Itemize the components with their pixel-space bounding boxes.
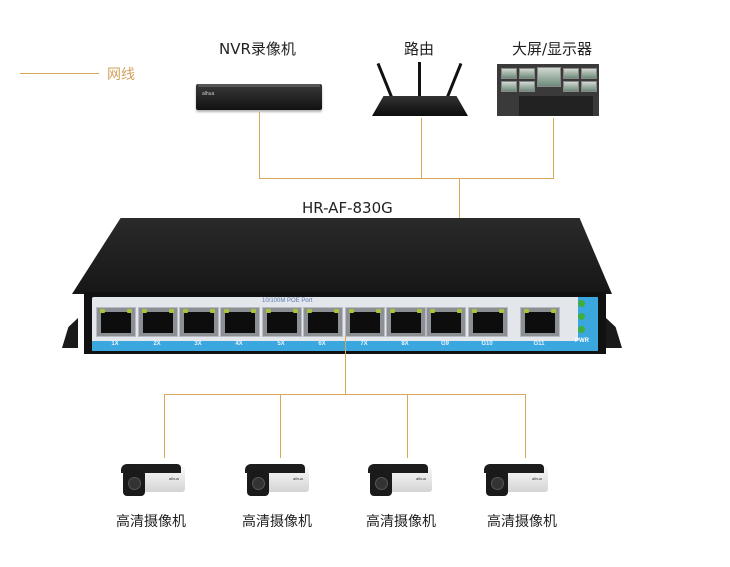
camera-lens-icon — [128, 477, 141, 490]
port-label: 2X — [153, 341, 161, 347]
ethernet-port — [220, 307, 260, 337]
port-led-right — [169, 309, 174, 313]
ethernet-port — [345, 307, 385, 337]
port-led-right — [251, 309, 256, 313]
wire-display — [553, 118, 554, 178]
switch-model-label: HR-AF-830G — [302, 199, 393, 217]
port-led-left — [224, 309, 229, 313]
port-led-left — [472, 309, 477, 313]
port-label: G10 — [481, 341, 493, 347]
ethernet-port — [303, 307, 343, 337]
port-led-left — [430, 309, 435, 313]
port-label: 7X — [360, 341, 368, 347]
poe-panel-title: 10/100M POE Port — [262, 298, 313, 304]
router-antenna — [418, 62, 421, 98]
port-label: 4X — [235, 341, 243, 347]
legend-label: 网线 — [107, 67, 135, 83]
ethernet-port — [96, 307, 136, 337]
nvr-label: NVR录像机 — [219, 40, 296, 58]
port-led-right — [417, 309, 422, 313]
ethernet-port — [262, 307, 302, 337]
wire-router — [421, 118, 422, 178]
display-wall-device — [497, 64, 599, 116]
camera-label: 高清摄像机 — [366, 514, 436, 530]
port-label: G11 — [533, 341, 545, 347]
router-label: 路由 — [404, 40, 435, 58]
nvr-brand: alhua — [202, 91, 215, 97]
port-led-left — [142, 309, 147, 313]
camera-label: 高清摄像机 — [242, 514, 312, 530]
display-label: 大屏/显示器 — [512, 40, 593, 58]
wire-camera-1 — [164, 394, 165, 458]
ethernet-port — [426, 307, 466, 337]
camera-device: alhua — [121, 464, 185, 498]
camera-lens-icon — [491, 477, 504, 490]
port-led-left — [390, 309, 395, 313]
router-device — [372, 96, 468, 116]
port-led-right — [127, 309, 132, 313]
status-led — [578, 313, 585, 320]
port-led-left — [524, 309, 529, 313]
port-led-right — [551, 309, 556, 313]
port-led-right — [210, 309, 215, 313]
camera-label: 高清摄像机 — [116, 514, 186, 530]
wire-bottom-bus — [164, 394, 525, 395]
port-label: 3X — [194, 341, 202, 347]
port-led-right — [334, 309, 339, 313]
port-led-right — [293, 309, 298, 313]
switch-chassis-top — [72, 218, 612, 294]
port-led-left — [183, 309, 188, 313]
power-label: PWR — [575, 338, 589, 344]
router-antenna — [444, 62, 463, 102]
camera-label: 高清摄像机 — [487, 514, 557, 530]
port-label: 5X — [277, 341, 285, 347]
wire-camera-3 — [407, 394, 408, 458]
router-antenna — [376, 62, 395, 102]
power-led — [578, 326, 585, 333]
switch-mount-ear-left — [62, 318, 78, 348]
camera-device: alhua — [368, 464, 432, 498]
port-label: 1X — [111, 341, 119, 347]
wire-nvr — [259, 112, 260, 178]
port-led-left — [100, 309, 105, 313]
ethernet-port — [179, 307, 219, 337]
port-led-right — [376, 309, 381, 313]
legend-line — [20, 73, 99, 74]
ethernet-port — [386, 307, 426, 337]
switch-mount-ear-right — [606, 318, 622, 348]
ethernet-port — [520, 307, 560, 337]
port-label: 6X — [318, 341, 326, 347]
status-led — [578, 300, 585, 307]
port-label: 8X — [401, 341, 409, 347]
wire-camera-4 — [525, 394, 526, 458]
port-led-right — [457, 309, 462, 313]
port-led-left — [266, 309, 271, 313]
wire-camera-2 — [280, 394, 281, 458]
ethernet-port — [468, 307, 508, 337]
wire-top-bus — [259, 178, 554, 179]
nvr-device: alhua — [196, 84, 322, 110]
camera-lens-icon — [375, 477, 388, 490]
wire-from-switch — [345, 336, 346, 394]
camera-device: alhua — [484, 464, 548, 498]
camera-lens-icon — [252, 477, 265, 490]
port-led-left — [307, 309, 312, 313]
port-label: G9 — [440, 341, 449, 347]
port-led-left — [349, 309, 354, 313]
ethernet-port — [138, 307, 178, 337]
camera-device: alhua — [245, 464, 309, 498]
port-led-right — [499, 309, 504, 313]
